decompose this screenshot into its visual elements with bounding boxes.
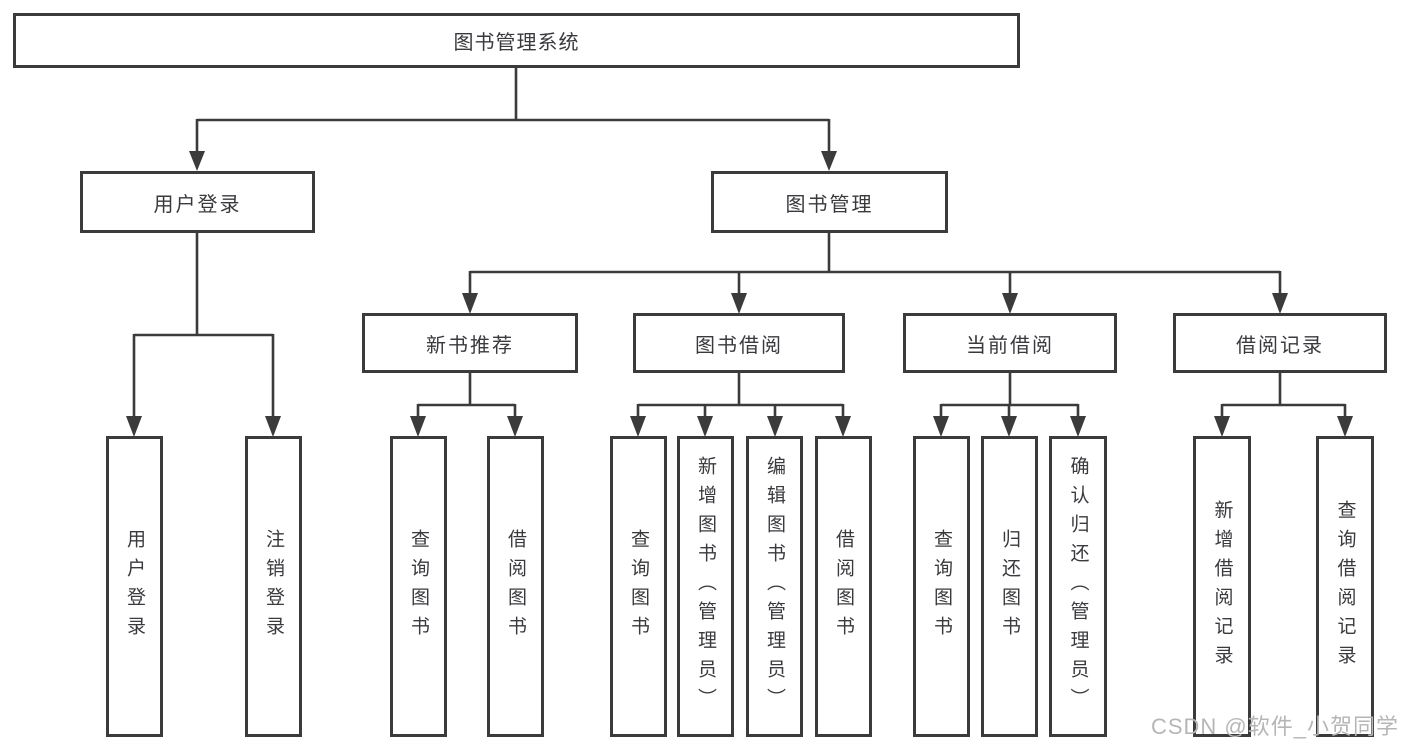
node-book-borrow: 图书借阅 bbox=[633, 313, 845, 373]
leaf-logout: 注销登录 bbox=[245, 436, 302, 737]
node-current-borrow: 当前借阅 bbox=[903, 313, 1117, 373]
node-user-login: 用户登录 bbox=[80, 171, 315, 233]
leaf-query-books-recommend: 查询图书 bbox=[390, 436, 447, 737]
csdn-watermark: CSDN @软件_小贺同学 bbox=[1150, 714, 1399, 739]
leaf-confirm-return-admin: 确认归还（管理员） bbox=[1049, 436, 1107, 737]
node-borrow-records: 借阅记录 bbox=[1173, 313, 1387, 373]
leaf-return-books: 归还图书 bbox=[981, 436, 1038, 737]
node-library-management-system: 图书管理系统 bbox=[13, 13, 1020, 68]
leaf-add-borrow-record: 新增借阅记录 bbox=[1193, 436, 1251, 737]
leaf-query-books-borrow: 查询图书 bbox=[610, 436, 667, 737]
node-new-book-recommend: 新书推荐 bbox=[362, 313, 578, 373]
leaf-borrow-books-recommend: 借阅图书 bbox=[487, 436, 544, 737]
leaf-query-books-current: 查询图书 bbox=[913, 436, 970, 737]
node-book-management: 图书管理 bbox=[711, 171, 948, 233]
leaf-user-login: 用户登录 bbox=[106, 436, 163, 737]
leaf-query-borrow-record: 查询借阅记录 bbox=[1316, 436, 1374, 737]
leaf-add-books-admin: 新增图书（管理员） bbox=[677, 436, 734, 737]
leaf-borrow-books: 借阅图书 bbox=[815, 436, 872, 737]
leaf-edit-books-admin: 编辑图书（管理员） bbox=[746, 436, 803, 737]
